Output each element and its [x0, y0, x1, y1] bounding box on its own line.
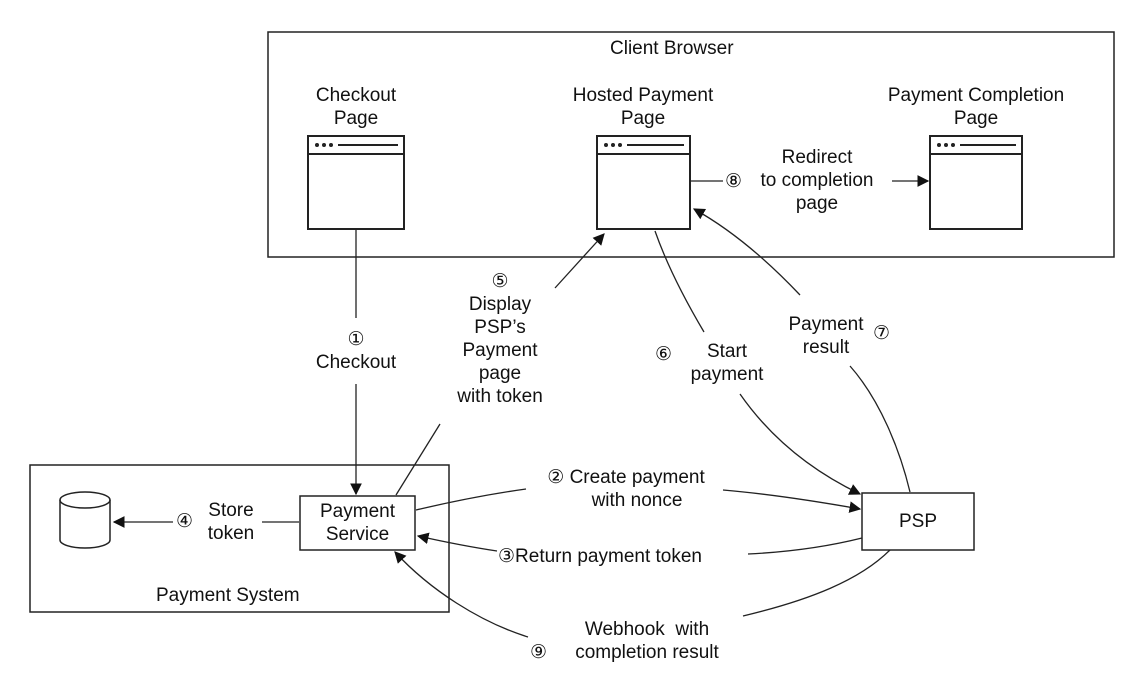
step3-label: ③Return payment token	[498, 545, 702, 568]
client-browser-box	[267, 31, 1115, 258]
step6-text: Start payment	[672, 340, 782, 386]
payment-service-box	[299, 495, 416, 551]
step8-text: Redirect to completion page	[742, 146, 892, 215]
arrow-step9-left	[394, 551, 529, 638]
step3-text: Return payment token	[515, 546, 702, 567]
payment-service-label-line2: Service	[325, 524, 390, 545]
step9-number: ⑨	[530, 642, 548, 663]
checkout-page-label-line2: Page	[333, 108, 379, 129]
payment-system-title: Payment System	[156, 585, 300, 606]
step4-text-line1: Store	[208, 500, 254, 521]
step5-text-line1: Display	[468, 294, 532, 315]
psp-box	[861, 492, 975, 551]
hosted-payment-page-browser-icon	[596, 135, 691, 230]
step1-number: ①	[347, 329, 365, 350]
arrow-step3-left	[416, 532, 498, 552]
step5-text-line2: PSP’s	[474, 317, 526, 338]
arrow-step2-right	[722, 489, 862, 513]
step1-label: ① Checkout	[300, 328, 412, 374]
database-icon	[59, 491, 111, 549]
step8-text-line2: to completion	[760, 170, 874, 191]
step7-text: Payment result	[776, 313, 876, 359]
completion-page-label-line2: Page	[953, 108, 999, 129]
checkout-page-label: Checkout Page	[298, 84, 414, 130]
payment-service-label-line1: Payment	[320, 501, 395, 522]
step2-number: ②	[547, 467, 565, 488]
step8-text-line1: Redirect	[781, 147, 853, 168]
arrow-step7-top	[692, 208, 801, 296]
hosted-payment-page-label-line1: Hosted Payment	[572, 85, 714, 106]
step6-text-line2: payment	[690, 364, 764, 385]
step4-text-line2: token	[207, 523, 255, 544]
client-browser-title: Client Browser	[610, 38, 734, 59]
payment-system-box	[29, 464, 450, 613]
checkout-page-label-line1: Checkout	[315, 85, 397, 106]
step4-number: ④	[176, 511, 194, 532]
step6-text-line1: Start	[706, 341, 748, 362]
step9-text: Webhook with completion result	[552, 618, 742, 664]
completion-page-browser-icon	[929, 135, 1023, 230]
step4-text: Store token	[196, 499, 266, 545]
step2-label: ② Create payment with nonce	[526, 466, 726, 512]
payment-service-label: Payment Service	[300, 500, 415, 546]
completion-page-label-line1: Payment Completion	[887, 85, 1065, 106]
step5-number: ⑤	[491, 271, 509, 292]
arrow-step5-top	[554, 233, 605, 289]
step7-text-line2: result	[802, 337, 850, 358]
arrow-step2-left	[415, 488, 527, 511]
step7-number: ⑦	[873, 323, 891, 344]
step8-number: ⑧	[725, 171, 743, 192]
checkout-page-browser-icon	[307, 135, 405, 230]
step9-text-line2: completion result	[575, 642, 719, 663]
step1-text: Checkout	[315, 352, 397, 373]
arrow-step6-bottom	[739, 393, 862, 495]
arrow-step7-bottom	[849, 365, 911, 493]
step7-text-line1: Payment	[788, 314, 864, 335]
step5-text-line3: Payment	[462, 340, 538, 361]
arrow-step9-right	[742, 549, 891, 617]
step8-text-line3: page	[795, 193, 839, 214]
step5-text-line4: page	[478, 363, 522, 384]
psp-label: PSP	[898, 511, 938, 532]
hosted-payment-page-label-line2: Page	[620, 108, 666, 129]
step5-label: ⑤ Display PSP’s Payment page with token	[440, 270, 560, 408]
step3-number: ③	[498, 546, 516, 567]
step6-number: ⑥	[655, 344, 673, 365]
completion-page-label: Payment Completion Page	[866, 84, 1086, 130]
step5-text-line5: with token	[457, 386, 543, 407]
step4-label: ④	[176, 499, 193, 532]
step2-text-line1: Create payment	[569, 467, 705, 488]
arrow-step3-right	[747, 537, 863, 555]
arrow-step5-bottom	[395, 423, 441, 496]
hosted-payment-page-label: Hosted Payment Page	[553, 84, 733, 130]
step9-text-line1: Webhook with	[584, 619, 710, 640]
arrow-step6-top	[654, 230, 705, 333]
step2-text-line2: with nonce	[591, 490, 683, 511]
